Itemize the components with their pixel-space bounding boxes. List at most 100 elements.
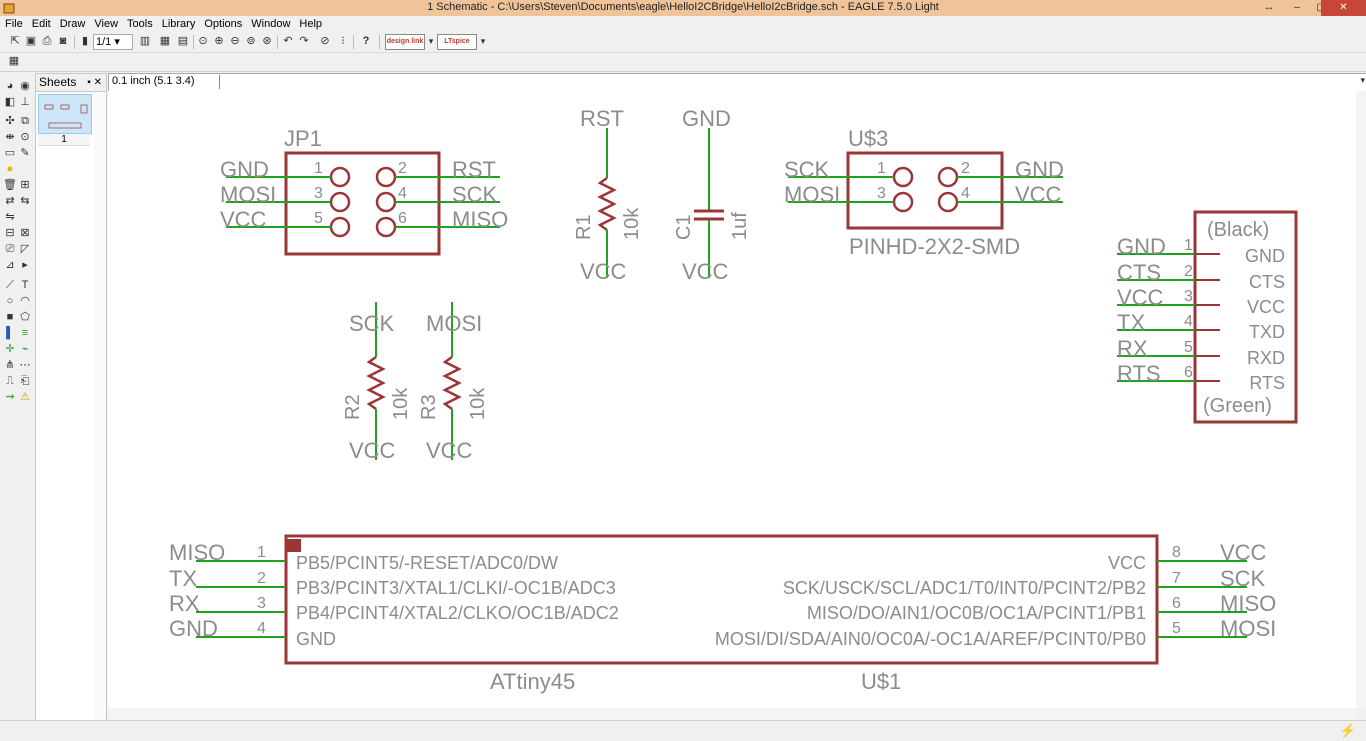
menu-window[interactable]: Window <box>251 18 291 30</box>
info-icon[interactable]: ◕ <box>6 80 14 92</box>
pin-number: 5 <box>1184 339 1193 356</box>
replace-icon[interactable]: ⇆ <box>20 195 30 207</box>
sheet-thumbnail[interactable] <box>38 94 92 134</box>
ftdi-header-body[interactable] <box>1193 210 1298 424</box>
pin-number: 1 <box>1184 237 1193 254</box>
move-icon[interactable]: ✣ <box>5 115 15 127</box>
u1-body[interactable] <box>284 534 1159 665</box>
board-icon[interactable]: ▦ <box>159 35 171 47</box>
pin-number: 5 <box>314 210 323 227</box>
close-button[interactable]: ✕ <box>1321 0 1366 16</box>
menu-library[interactable]: Library <box>161 18 196 30</box>
value-icon[interactable]: ⊠ <box>20 227 30 239</box>
pin-number: 1 <box>257 544 266 561</box>
undo-icon[interactable]: ↶ <box>283 35 293 47</box>
attribute-icon[interactable]: ⋔ <box>5 359 15 371</box>
use-library-icon[interactable]: ▥ <box>139 35 151 47</box>
pinswap-icon[interactable]: ⇄ <box>5 195 15 207</box>
display-icon[interactable]: ◧ <box>4 96 16 108</box>
bus-icon[interactable]: ▌ <box>6 327 14 339</box>
open-icon[interactable]: ⇱ <box>10 35 20 47</box>
r1-body[interactable] <box>597 176 617 232</box>
miter-icon[interactable]: ◸ <box>20 243 30 255</box>
cam-processor-icon[interactable]: ◙ <box>59 35 67 47</box>
save-icon[interactable]: ▣ <box>25 35 37 47</box>
errors-icon[interactable]: ⎗ <box>20 375 30 387</box>
design-link-button[interactable]: design link <box>385 34 425 50</box>
add-icon[interactable]: ⊞ <box>20 179 30 191</box>
warning-icon[interactable]: ⚠ <box>20 391 30 403</box>
chevron-down-icon[interactable]: ▾ <box>480 36 486 46</box>
copy-icon[interactable]: ⧉ <box>21 115 29 127</box>
minimize-button[interactable]: – <box>1294 2 1300 13</box>
erc-icon[interactable]: ⎍ <box>6 375 14 387</box>
paste-icon[interactable]: ● <box>6 163 14 175</box>
sheet-icon: ▮ <box>81 35 89 47</box>
restore-arrows-icon[interactable]: ↔ <box>1264 2 1274 13</box>
ltspice-button[interactable]: LTspice <box>437 34 477 50</box>
split-icon[interactable]: ⊿ <box>5 259 15 271</box>
grid-icon[interactable]: ▦ <box>8 55 20 67</box>
delete-icon[interactable]: 🗑 <box>3 179 17 191</box>
r3-name: R3 <box>418 394 440 420</box>
print-icon[interactable]: ⎙ <box>42 35 52 47</box>
name-icon[interactable]: ⊟ <box>5 227 15 239</box>
u3-body[interactable] <box>846 151 1004 230</box>
r3-body[interactable] <box>442 355 462 411</box>
pin-icon[interactable]: ▪ ✕ <box>87 77 102 88</box>
pin-number: 4 <box>398 185 407 202</box>
show-icon[interactable]: ◉ <box>20 80 30 92</box>
chevron-down-icon[interactable]: ▾ <box>1360 75 1365 85</box>
horizontal-scrollbar[interactable] <box>108 708 1356 720</box>
sheets-scrollbar[interactable] <box>94 92 106 720</box>
menu-options[interactable]: Options <box>204 18 243 30</box>
stop-icon[interactable]: ⊘ <box>320 35 330 47</box>
schematic-drawing[interactable]: JP1 GND MOSI VCC RST SCK MISO RST VCC GN… <box>108 91 1356 708</box>
wire-icon[interactable]: ⟋ <box>6 279 14 291</box>
sheet-select[interactable]: 1/1 ▾ <box>93 34 133 50</box>
group-icon[interactable]: ▭ <box>4 147 16 159</box>
go-icon[interactable]: ⁝ <box>341 35 345 47</box>
help-icon[interactable]: ? <box>362 35 370 47</box>
junction-icon[interactable]: ✛ <box>5 343 15 355</box>
menu-view[interactable]: View <box>94 18 119 30</box>
zoom-select-icon[interactable]: ⊛ <box>262 35 272 47</box>
redo-icon[interactable]: ↷ <box>299 35 309 47</box>
arc-icon[interactable]: ◠ <box>20 295 30 307</box>
gateswap-icon[interactable]: ⇋ <box>5 211 15 223</box>
zoom-out-icon[interactable]: ⊖ <box>230 35 240 47</box>
command-input[interactable] <box>223 75 1357 91</box>
menu-file[interactable]: File <box>5 18 23 30</box>
text-icon[interactable]: T <box>21 279 29 291</box>
maximize-button[interactable]: ▢ <box>1308 0 1334 16</box>
rotate-icon[interactable]: ⊙ <box>20 131 30 143</box>
circle-icon[interactable]: ○ <box>6 295 14 307</box>
smash-icon[interactable]: ⎚ <box>5 243 15 255</box>
label-icon[interactable]: ⌁ <box>21 343 29 355</box>
menu-tools[interactable]: Tools <box>127 18 153 30</box>
command-line: 0.1 inch (5.1 3.4) ▾ <box>108 73 1366 92</box>
script-icon[interactable]: ▤ <box>177 35 189 47</box>
jp1-body[interactable] <box>284 151 441 256</box>
menu-draw[interactable]: Draw <box>59 18 86 30</box>
polygon-icon[interactable]: ⬠ <box>20 311 30 323</box>
change-icon[interactable]: ✎ <box>20 147 30 159</box>
vertical-scrollbar[interactable] <box>1356 91 1366 708</box>
r2-body[interactable] <box>366 355 386 411</box>
mirror-icon[interactable]: ⇼ <box>5 131 15 143</box>
net-icon[interactable]: ≡ <box>21 327 29 339</box>
pin-number: 4 <box>961 185 970 202</box>
zoom-fit-icon[interactable]: ⊙ <box>198 35 208 47</box>
menu-help[interactable]: Help <box>299 18 323 30</box>
chevron-down-icon[interactable]: ▾ <box>428 36 434 46</box>
mark-icon[interactable]: ⊥ <box>20 96 30 108</box>
pin-number: 2 <box>1184 263 1193 280</box>
menu-edit[interactable]: Edit <box>31 18 51 30</box>
zoom-in-icon[interactable]: ⊕ <box>214 35 224 47</box>
schematic-canvas[interactable]: JP1 GND MOSI VCC RST SCK MISO RST VCC GN… <box>108 91 1356 708</box>
invoke-icon[interactable]: ▸ <box>22 259 28 271</box>
dimension-icon[interactable]: ⋯ <box>19 359 31 371</box>
rect-icon[interactable]: ■ <box>6 311 14 323</box>
run-icon[interactable]: ⇝ <box>5 391 15 403</box>
redraw-icon[interactable]: ⊚ <box>246 35 256 47</box>
